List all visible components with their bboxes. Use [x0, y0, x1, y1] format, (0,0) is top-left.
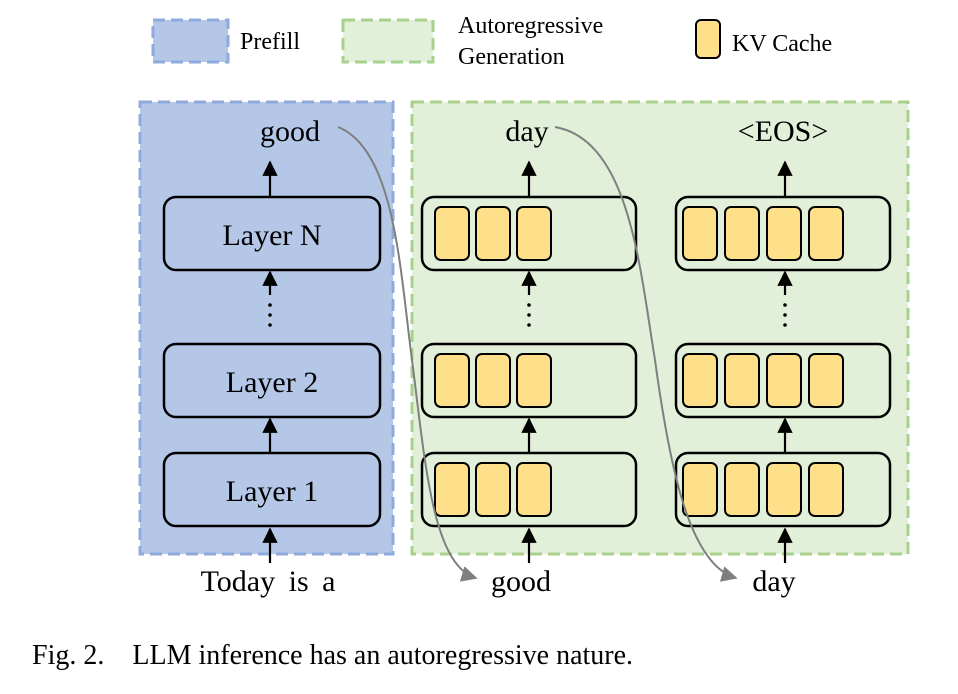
prefill-region: good Layer N Layer 2 Layer 1 — [138, 100, 395, 563]
prefill-vertical-ellipsis — [268, 303, 272, 327]
prefill-layer-n — [162, 195, 382, 272]
legend-kv-cache-swatch — [695, 19, 721, 59]
step-1-input-token: good — [491, 565, 551, 598]
prefill-input-tokens: Today is a — [201, 565, 336, 598]
step-1-layer-n-kv-cache — [434, 206, 552, 261]
figure-caption: Fig. 2. LLM inference has an autoregressi… — [32, 640, 932, 672]
prefill-layer-1-label: Layer 1 — [226, 475, 318, 508]
legend: Prefill Autoregressive Generation KV Cac… — [151, 13, 832, 70]
legend-prefill-label: Prefill — [240, 29, 300, 55]
feedback-curve-day — [554, 126, 738, 582]
generation-step-1: day — [420, 115, 638, 563]
legend-generation-label-line1: Autoregressive — [458, 13, 603, 39]
figure-caption-label: Fig. 2. — [32, 640, 105, 671]
step-2-output-token: <EOS> — [738, 115, 829, 148]
step-1-layer-1-kv-cache — [434, 462, 552, 517]
step-1-vertical-ellipsis — [527, 303, 531, 327]
feedback-curve-good — [337, 126, 478, 582]
legend-kv-cache-label: KV Cache — [732, 31, 832, 57]
legend-generation-swatch — [341, 18, 435, 64]
prefill-output-token: good — [260, 115, 320, 148]
generation-step-2: <EOS> — [674, 115, 892, 563]
prefill-layer-2 — [162, 342, 382, 419]
prefill-layer-1 — [162, 451, 382, 528]
step-2-layer-n-kv-cache — [682, 206, 844, 261]
legend-prefill-swatch — [151, 18, 230, 64]
step-1-output-token: day — [505, 115, 548, 148]
generation-region: day <EOS> — [410, 100, 910, 563]
step-1-layer-2-kv-cache — [434, 353, 552, 408]
step-2-layer-1-kv-cache — [682, 462, 844, 517]
step-2-vertical-ellipsis — [783, 303, 787, 327]
legend-generation-label-line2: Generation — [458, 44, 565, 70]
prefill-layer-2-label: Layer 2 — [226, 366, 318, 399]
step-2-layer-2-kv-cache — [682, 353, 844, 408]
figure-caption-text: LLM inference has an autoregressive natu… — [132, 640, 634, 671]
step-2-input-token: day — [752, 565, 795, 598]
prefill-layer-n-label: Layer N — [222, 219, 321, 252]
